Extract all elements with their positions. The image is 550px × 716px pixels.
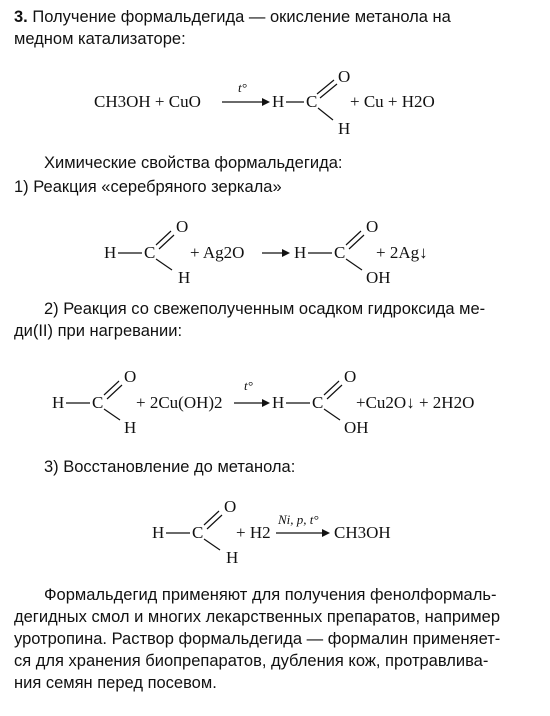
double-bond-b [158,234,175,250]
conclusion-line-3: уротропина. Раствор формальдегида — форм… [14,630,501,648]
section-number: 3. [14,8,28,26]
eq3-o: O [124,367,136,386]
conclusion-line-5: ния семян перед посевом. [14,674,217,692]
eq3-reagent: + 2Cu(OH)2 [136,393,223,412]
eq4-product: CH3OH [334,523,391,542]
eq2-o: O [176,217,188,236]
double-bond-a [323,380,340,396]
eq1-c: C [306,92,317,111]
conclusion-line-2: дегидных смол и многих лекарственных пре… [14,608,501,626]
reaction-1-title: 1) Реакция «серебряного зеркала» [14,178,282,196]
eq4-o: O [224,497,236,516]
properties-title: Химические свойства формальдегида: [44,154,343,172]
eq2-h: H [104,243,116,262]
eq3-product-tail: +Cu2O↓ + 2H2O [356,393,474,412]
eq4-condition: Ni, p, t° [277,512,319,527]
bond [155,258,173,271]
eq2-reagent: + Ag2O [190,243,244,262]
eq1-reactants: CH3OH + CuO [94,92,201,111]
eq3-h: H [52,393,64,412]
eq1-h2: H [338,119,350,138]
double-bond-a [103,380,120,396]
eq3-po: O [344,367,356,386]
eq3-pc: C [312,393,323,412]
equation-1: CH3OH + CuO t° H C O H + Cu + H2O [94,67,435,138]
bond [103,408,121,421]
eq3-c: C [92,393,103,412]
eq2-ph: H [294,243,306,262]
eq2-po: O [366,217,378,236]
bond [203,538,221,551]
eq1-product-tail: + Cu + H2O [350,92,435,111]
equation-3: H C O H + 2Cu(OH)2 t° H C O OH +Cu2O↓ + … [52,367,474,437]
eq3-condition: t° [244,378,253,393]
eq1-condition: t° [238,80,247,95]
eq2-c: C [144,243,155,262]
equation-2: H C O H + Ag2O H C O OH + 2Ag↓ [104,217,428,287]
conclusion-line-4: ся для хранения биопрепаратов, дубления … [14,652,489,670]
eq4-arrow-head [322,529,330,537]
eq4-h: H [152,523,164,542]
reaction-2-line-1: 2) Реакция со свежеполученным осадком ги… [44,300,486,318]
double-bond-a [316,79,335,95]
conclusion-line-1: Формальдегид применяют для получения фен… [44,586,497,604]
eq4-reagent: + H2 [236,523,271,542]
bond [323,408,341,421]
eq3-h2: H [124,418,136,437]
eq2-pc: C [334,243,345,262]
bond [317,107,334,121]
eq2-product-tail: + 2Ag↓ [376,243,428,262]
eq4-h2: H [226,548,238,567]
double-bond-b [319,83,338,99]
equation-4: H C O H + H2 Ni, p, t° CH3OH [152,497,391,567]
intro-text-1: Получение формальдегида — окисление мета… [32,8,451,26]
double-bond-b [348,234,365,250]
reaction-3-title: 3) Восстановление до метанола: [44,458,296,476]
eq3-ph: H [272,393,284,412]
eq1-h: H [272,92,284,111]
eq2-h2: H [178,268,190,287]
eq3-arrow-head [262,399,270,407]
eq4-c: C [192,523,203,542]
intro-line-2: медном катализаторе: [14,30,186,48]
double-bond-b [206,514,223,530]
double-bond-b [106,384,123,400]
reaction-2-line-2: ди(II) при нагревании: [14,322,183,340]
eq1-arrow-head [262,98,270,106]
double-bond-b [326,384,343,400]
eq2-poh: OH [366,268,391,287]
eq2-arrow-head [282,249,290,257]
eq1-o: O [338,67,350,86]
eq3-poh: OH [344,418,369,437]
double-bond-a [203,510,220,526]
double-bond-a [345,230,362,246]
intro-line-1: 3. Получение формальдегида — окисление м… [14,6,550,28]
double-bond-a [155,230,172,246]
bond [345,258,363,271]
